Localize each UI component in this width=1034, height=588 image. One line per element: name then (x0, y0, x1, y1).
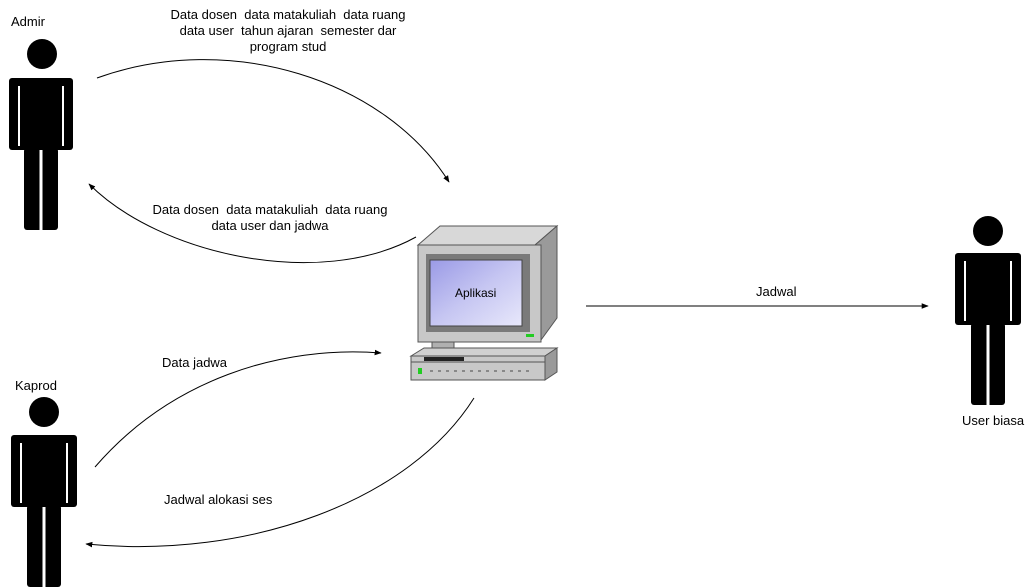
kaprodi-actor-label: Kaprod (15, 378, 57, 393)
user-actor-icon (955, 216, 1021, 405)
flow-admin-to-system-label: Data dosen data matakuliah data ruang da… (170, 7, 406, 54)
flow-system-to-admin-arrow (88, 183, 417, 264)
kaprodi-actor-icon (11, 397, 77, 588)
user-actor-label: User biasa (962, 413, 1025, 428)
flow-system-to-user-label: Jadwal (756, 284, 797, 299)
system-label: Aplikasi (455, 286, 497, 300)
admin-actor-label: Admir (11, 14, 45, 29)
flow-kaprodi-to-system-arrow (94, 349, 382, 468)
computer-icon (409, 224, 559, 381)
flow-kaprodi-to-system-label: Data jadwa (162, 355, 228, 370)
flow-system-to-admin-label: Data dosen data matakuliah data ruang da… (152, 202, 388, 233)
flow-admin-to-system-arrow (96, 59, 450, 183)
flow-system-to-kaprodi-arrow (85, 397, 475, 548)
admin-actor-icon (9, 39, 73, 230)
flow-system-to-kaprodi-label: Jadwal alokasi ses (164, 492, 273, 507)
